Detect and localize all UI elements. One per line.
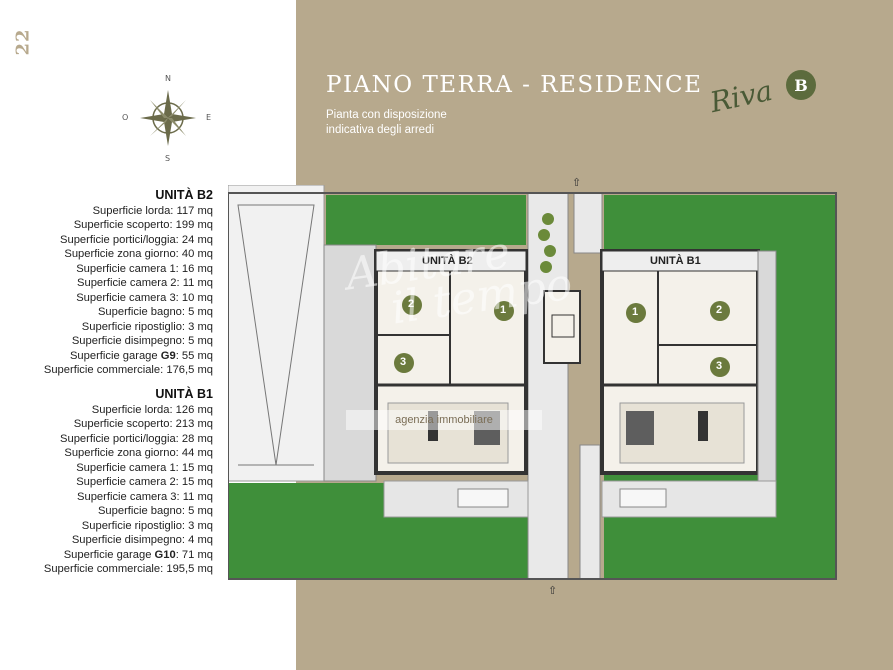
lawn-b2-back [326, 195, 526, 245]
driveway-b2 [227, 184, 325, 482]
room-marker-b2-3 [394, 353, 414, 373]
stat-row: Superficie zona giorno: 40 mq [64, 248, 213, 260]
stat-row: Superficie camera 3: 11 mq [77, 490, 213, 503]
floor-plan: 2 1 3 1 2 3 UNITÀ B2 UNITÀ B1 [227, 184, 840, 595]
unit-b2-stats: UNITÀ B2 Superficie lorda: 117 mq Superf… [44, 188, 213, 378]
stat-row: Superficie zona giorno: 44 mq [64, 447, 213, 459]
compass-north: N [165, 74, 171, 83]
floor-plan-drawing [227, 184, 837, 580]
entry-arrow-icon: ⇧ [572, 177, 582, 189]
unit-b2-plan-label: UNITÀ B2 [422, 255, 473, 267]
compass-east: E [206, 113, 212, 122]
stat-row: Superficie camera 1: 16 mq [76, 262, 213, 275]
room-marker-b1-3 [710, 357, 730, 377]
stat-row: Superficie camera 1: 15 mq [76, 461, 213, 474]
stat-row: Superficie bagno: 5 mq [97, 505, 213, 517]
stat-row: Superficie bagno: 5 mq [97, 306, 213, 318]
page-subtitle: Pianta con disposizione indicativa degli… [326, 109, 447, 136]
compass-west: O [122, 113, 129, 122]
agency-watermark-label: agenzia immobiliare [346, 410, 542, 430]
room-number: 1 [500, 304, 507, 316]
stat-row-garage: Superficie garage G9: 55 mq [69, 349, 213, 362]
brand-badge: B [786, 70, 816, 100]
unit-b1-plan-label: UNITÀ B1 [650, 255, 701, 267]
unit-b1-title: UNITÀ B1 [155, 387, 213, 401]
stat-row: Superficie portici/loggia: 24 mq [60, 233, 213, 246]
stat-row: Superficie ripostiglio: 3 mq [81, 320, 213, 333]
porch-b2 [323, 244, 377, 482]
stat-row: Superficie camera 2: 11 mq [77, 277, 213, 289]
stat-row: Superficie commerciale: 176,5 mq [43, 364, 213, 376]
stat-row-garage: Superficie garage G10: 71 mq [63, 548, 213, 561]
room-marker-b2-2 [402, 295, 422, 315]
stat-row: Superficie camera 3: 10 mq [76, 291, 213, 304]
stat-row: Superficie scoperto: 199 mq [73, 219, 213, 231]
room-marker-b2-1 [494, 301, 514, 321]
room-number: 1 [632, 306, 639, 318]
unit-b1-stats: UNITÀ B1 Superficie lorda: 126 mq Superf… [44, 387, 213, 577]
room-number: 3 [716, 360, 723, 372]
stat-row: Superficie commerciale: 195,5 mq [43, 563, 213, 575]
stat-row: Superficie camera 2: 15 mq [76, 476, 213, 488]
stat-row: Superficie portici/loggia: 28 mq [60, 432, 213, 445]
stat-row: Superficie disimpegno: 5 mq [71, 335, 213, 347]
stat-row: Superficie lorda: 117 mq [92, 204, 213, 217]
stat-row: Superficie ripostiglio: 3 mq [81, 519, 213, 532]
entry-arrow-icon: ⇧ [548, 585, 558, 597]
stat-row: Superficie scoperto: 213 mq [73, 418, 213, 430]
compass-rose-icon: N E S O [120, 72, 216, 164]
room-number: 2 [716, 304, 723, 316]
compass-south: S [165, 154, 171, 163]
room-number: 2 [408, 298, 415, 310]
central-corridor [527, 192, 569, 580]
room-marker-b1-2 [710, 301, 730, 321]
stat-row: Superficie disimpegno: 4 mq [71, 534, 213, 546]
page-number: 22 [12, 28, 34, 56]
page-title: PIANO TERRA - RESIDENCE [326, 72, 703, 98]
unit-b2-title: UNITÀ B2 [155, 188, 213, 202]
room-number: 3 [400, 356, 407, 368]
room-marker-b1-1 [626, 303, 646, 323]
stat-row: Superficie lorda: 126 mq [91, 403, 213, 416]
